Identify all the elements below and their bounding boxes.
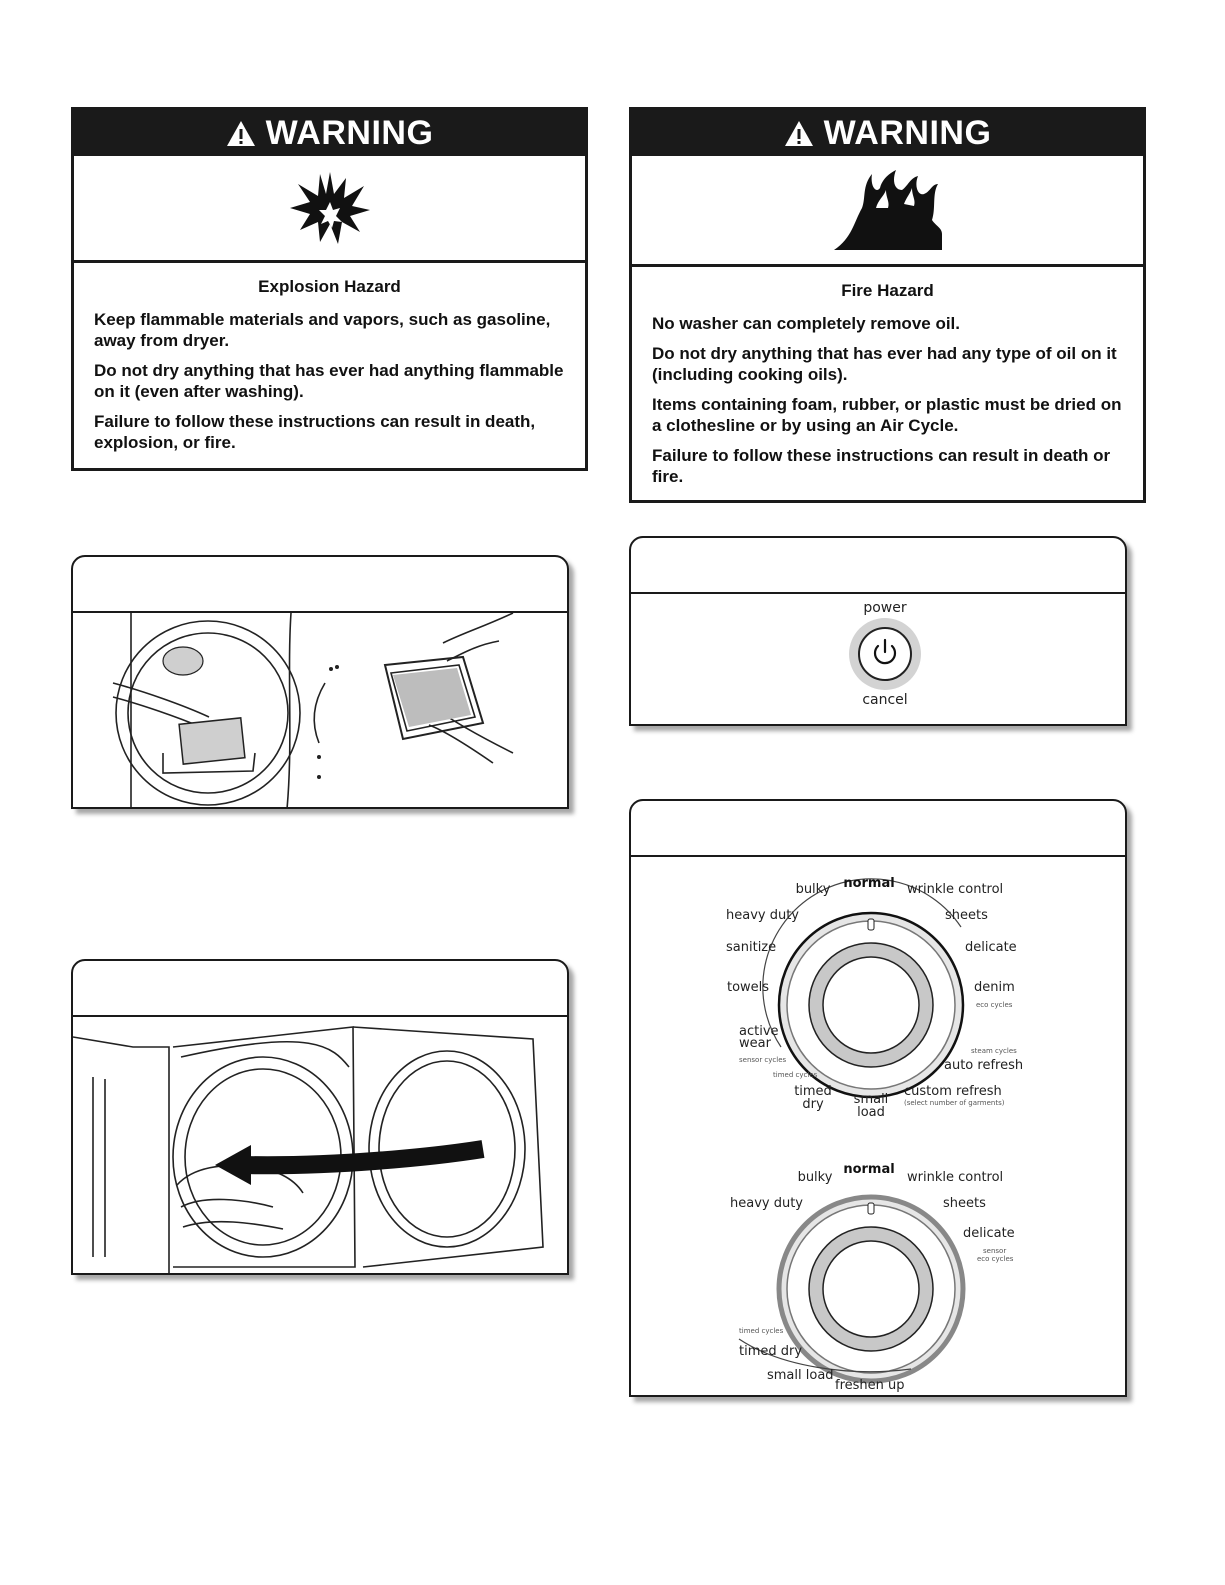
dial-label-dry: dry: [802, 1097, 824, 1112]
warning-header-text: WARNING: [823, 113, 992, 152]
dial-label-delicate: delicate: [963, 1226, 1015, 1241]
dial-label-custom-refresh-note: (select number of garments): [904, 1099, 1005, 1107]
explosion-icon-area: [74, 156, 585, 263]
dial-label-timed-cycles: timed cycles: [739, 1327, 784, 1335]
dial-label-heavy-duty: heavy duty: [730, 1196, 803, 1211]
lint-filter-panel: [71, 555, 569, 809]
dial-label-timed-cycles: timed cycles: [773, 1071, 818, 1079]
dial-label-wrinkle-control: wrinkle control: [907, 1170, 1003, 1185]
panel-title-bar: [73, 557, 567, 613]
warning-header: WARNING: [74, 110, 585, 156]
power-button-illustration: power cancel: [849, 600, 921, 708]
dial-label-normal: normal: [843, 1162, 894, 1177]
dial-label-towels: towels: [727, 980, 769, 995]
warning-paragraph-2: Do not dry anything that has ever had an…: [652, 344, 1117, 384]
dial-label-auto-refresh: auto refresh: [944, 1058, 1023, 1073]
dial-label-custom-refresh: custom refresh: [904, 1084, 1002, 1099]
dial-label-load: load: [857, 1105, 885, 1120]
power-button-panel: power cancel: [629, 536, 1127, 726]
dial-label-steam-cycles: steam cycles: [971, 1047, 1017, 1055]
dial-label-heavy-duty: heavy duty: [726, 908, 799, 923]
dial-label-small-load: small load: [767, 1368, 834, 1383]
power-label: power: [863, 600, 907, 616]
panel-title-bar: [631, 801, 1125, 857]
load-dryer-illustration: [73, 1026, 544, 1273]
warning-paragraph-4: Failure to follow these instructions can…: [652, 446, 1111, 486]
fire-icon-area: [632, 156, 1143, 267]
dial-label-timed: timed: [794, 1084, 832, 1099]
dial-label-freshen-up: freshen up: [835, 1378, 905, 1393]
warning-paragraph-2: Do not dry anything that has ever had an…: [94, 361, 564, 401]
warning-triangle-icon: [784, 120, 813, 146]
panel-title-bar: [73, 961, 567, 1017]
dial-label-wear: wear: [739, 1036, 772, 1051]
dial-label-eco-cycles: eco cycles: [976, 1001, 1013, 1009]
top-cycle-knob: [762, 878, 965, 1099]
load-dryer-panel: [71, 959, 569, 1275]
warning-header-text: WARNING: [265, 113, 434, 152]
dial-label-sheets: sheets: [945, 908, 988, 923]
dial-label-delicate: delicate: [965, 940, 1017, 955]
panel-title-bar: [631, 538, 1125, 594]
dial-label-bulky: bulky: [798, 1170, 833, 1185]
dial-label-sensor: sensor: [983, 1247, 1006, 1255]
hazard-title: Explosion Hazard: [258, 277, 401, 296]
warning-paragraph-3: Failure to follow these instructions can…: [94, 412, 536, 452]
warning-box-fire: WARNING Fire Hazard No washer can comple…: [629, 107, 1146, 503]
dial-label-normal: normal: [843, 876, 894, 891]
lint-filter-illustration: [112, 613, 514, 807]
dial-label-sheets: sheets: [943, 1196, 986, 1211]
warning-box-explosion: WARNING Explosion Hazard Keep flammable …: [71, 107, 588, 471]
warning-header: WARNING: [632, 110, 1143, 156]
dial-label-bulky: bulky: [796, 882, 831, 897]
warning-paragraph-1: Keep flammable materials and vapors, suc…: [94, 310, 551, 350]
dial-label-wrinkle-control: wrinkle control: [907, 882, 1003, 897]
cycle-dial-panel: normal bulky wrinkle control heavy duty …: [629, 799, 1127, 1397]
power-icon: [873, 638, 897, 665]
hazard-title: Fire Hazard: [841, 281, 934, 300]
dial-label-active: active: [739, 1024, 779, 1039]
dial-label-sanitize: sanitize: [726, 940, 776, 955]
dial-label-denim: denim: [974, 980, 1015, 995]
dial-label-sensor-cycles: sensor cycles: [739, 1056, 787, 1064]
dial-label-timed-dry: timed dry: [739, 1344, 802, 1359]
dial-label-eco-cycles: eco cycles: [977, 1255, 1014, 1263]
fire-icon: [833, 170, 942, 250]
bottom-cycle-knob: [738, 1194, 966, 1384]
cycle-dials-illustration: normal bulky wrinkle control heavy duty …: [726, 876, 1023, 1393]
warning-triangle-icon: [226, 120, 255, 146]
explosion-icon: [289, 172, 370, 244]
dial-label-small: small: [854, 1092, 889, 1107]
warning-paragraph-1: No washer can completely remove oil.: [652, 314, 961, 333]
warning-paragraph-3: Items containing foam, rubber, or plasti…: [652, 395, 1122, 435]
cancel-label: cancel: [862, 692, 907, 708]
